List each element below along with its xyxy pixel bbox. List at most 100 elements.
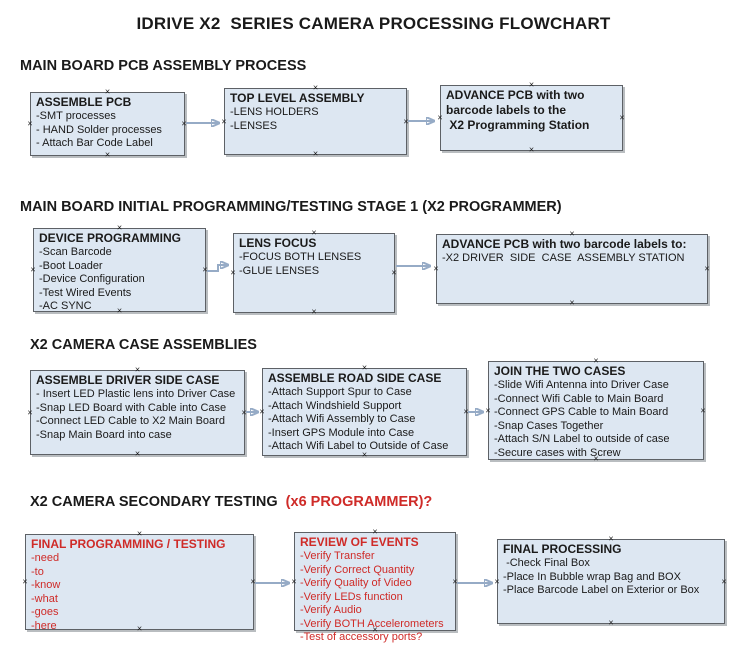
- box-line: -Place In Bubble wrap Bag and BOX: [503, 570, 681, 583]
- box-title: ASSEMBLE PCB: [36, 95, 132, 109]
- selection-handle-icon: ×: [27, 118, 33, 129]
- box-line: -Attach Windshield Support: [268, 399, 402, 412]
- box-line: -here: [31, 619, 57, 632]
- box-line: -LENS HOLDERS: [230, 106, 319, 118]
- selection-handle-icon: ×: [250, 576, 256, 587]
- box-title: ASSEMBLE DRIVER SIDE CASE: [36, 373, 220, 387]
- selection-handle-icon: ×: [202, 264, 208, 275]
- flow-box-advance-pcb-programming-station: × × × × ADVANCE PCB with two barcode lab…: [437, 80, 625, 154]
- box-line: -Verify Audio: [300, 604, 362, 616]
- connector-arrow: [207, 265, 228, 272]
- flow-box-advance-pcb-driver-side: × × × × ADVANCE PCB with two barcode lab…: [433, 229, 710, 307]
- selection-handle-icon: ×: [494, 576, 500, 586]
- box-line: -Connect Wifi Cable to Main Board: [494, 392, 664, 405]
- selection-handle-icon: ×: [704, 263, 710, 274]
- selection-handle-icon: ×: [134, 448, 141, 459]
- box-line: -Test Wired Events: [39, 286, 132, 299]
- box-line: -AC SYNC: [39, 300, 92, 312]
- selection-handle-icon: ×: [30, 264, 36, 275]
- section-header-red-text: (x6 PROGRAMMER)?: [285, 494, 433, 510]
- selection-handle-icon: ×: [312, 148, 319, 159]
- box-line: -Attach Wifi Assembly to Case: [268, 413, 416, 425]
- flow-box-device-programming: × × × × DEVICE PROGRAMMING -Scan Barcode…: [30, 223, 208, 315]
- box-line: -Verify Transfer: [300, 550, 375, 562]
- box-line: - Insert LED Plastic lens into Driver Ca…: [36, 388, 236, 400]
- selection-handle-icon: ×: [259, 406, 265, 417]
- section-header-pcb-assembly: MAIN BOARD PCB ASSEMBLY PROCESS: [20, 58, 307, 74]
- box-line: -Snap Cases Together: [494, 419, 604, 432]
- box-title: ASSEMBLE ROAD SIDE CASE: [268, 371, 442, 385]
- flow-box-join-the-two-cases: × × × × JOIN THE TWO CASES -Slide Wifi A…: [485, 356, 706, 463]
- selection-handle-icon: ×: [221, 116, 227, 126]
- box-title: TOP LEVEL ASSEMBLY: [230, 91, 365, 105]
- box-line: -Snap Main Board into case: [36, 428, 172, 441]
- selection-handle-icon: ×: [22, 576, 28, 587]
- box-line: -Verify BOTH Accelerometers: [300, 617, 444, 630]
- box-line: -Verify Correct Quantity: [300, 563, 415, 576]
- selection-handle-icon: ×: [437, 112, 443, 123]
- box-line: -Scan Barcode: [39, 246, 112, 258]
- box-line: -need: [31, 552, 60, 564]
- box-line: -to: [31, 565, 44, 578]
- selection-handle-icon: ×: [528, 144, 535, 155]
- section-header-case-assemblies: X2 CAMERA CASE ASSEMBLIES: [30, 337, 257, 353]
- flow-box-final-programming-testing: × × × × FINAL PROGRAMMING / TESTING -nee…: [22, 529, 256, 633]
- flow-box-review-of-events: × × × × REVIEW OF EVENTS -Verify Transfe…: [291, 527, 458, 643]
- box-line: -Place Barcode Label on Exterior or Box: [503, 584, 700, 596]
- box-line: -Verify LEDs function: [300, 590, 403, 603]
- box-line: -Device Configuration: [39, 273, 145, 285]
- box-line: -FOCUS BOTH LENSES: [239, 251, 362, 263]
- selection-handle-icon: ×: [27, 407, 33, 417]
- box-line: -Connect LED Cable to X2 Main Board: [36, 415, 225, 427]
- box-line: -Attach S/N Label to outside of case: [494, 433, 670, 445]
- selection-handle-icon: ×: [619, 112, 625, 123]
- section-header-secondary-testing: X2 CAMERA SECONDARY TESTING (x6 PROGRAMM…: [30, 494, 432, 510]
- selection-handle-icon: ×: [463, 406, 469, 417]
- selection-handle-icon: ×: [485, 405, 491, 415]
- section-header-initial-programming: MAIN BOARD INITIAL PROGRAMMING/TESTING S…: [20, 199, 562, 215]
- selection-handle-icon: ×: [241, 407, 247, 417]
- selection-handle-icon: ×: [721, 576, 727, 586]
- selection-handle-icon: ×: [230, 267, 236, 278]
- selection-handle-icon: ×: [700, 405, 706, 415]
- section-header-black-text: X2 CAMERA SECONDARY TESTING: [30, 494, 286, 510]
- selection-handle-icon: ×: [291, 576, 297, 586]
- selection-handle-icon: ×: [433, 263, 439, 274]
- selection-handle-icon: ×: [104, 149, 111, 160]
- selection-handle-icon: ×: [452, 576, 458, 586]
- box-line: -Slide Wifi Antenna into Driver Case: [494, 379, 669, 391]
- box-title: DEVICE PROGRAMMING: [39, 231, 182, 245]
- selection-handle-icon: ×: [608, 617, 614, 628]
- box-title: FINAL PROCESSING: [503, 542, 622, 556]
- selection-handle-icon: ×: [403, 116, 409, 126]
- box-title: ADVANCE PCB with two barcode labels to:: [442, 237, 687, 251]
- box-line: -what: [31, 592, 58, 605]
- box-title: JOIN THE TWO CASES: [494, 364, 626, 378]
- box-line: - Attach Bar Code Label: [36, 137, 153, 149]
- box-line: -X2 DRIVER SIDE CASE ASSEMBLY STATION: [442, 252, 685, 264]
- flow-box-top-level-assembly: × × × × TOP LEVEL ASSEMBLY -LENS HOLDERS…: [221, 83, 409, 158]
- box-line: -Connect GPS Cable to Main Board: [494, 406, 669, 418]
- box-title: REVIEW OF EVENTS: [300, 535, 419, 549]
- box-line: -know: [31, 579, 61, 591]
- box-line: -Verify Quality of Video: [300, 577, 412, 589]
- box-line: -LENSES: [230, 119, 278, 132]
- box-line: -goes: [31, 606, 59, 618]
- box-line: -Check Final Box: [503, 557, 590, 569]
- selection-handle-icon: ×: [311, 306, 317, 317]
- box-line: -Attach Support Spur to Case: [268, 386, 412, 398]
- box-line: -Secure cases with Screw: [494, 446, 621, 459]
- box-line: -GLUE LENSES: [239, 264, 320, 277]
- selection-handle-icon: ×: [569, 297, 575, 308]
- box-title: LENS FOCUS: [239, 236, 317, 250]
- flow-box-assemble-road-side-case: × × × × ASSEMBLE ROAD SIDE CASE -Attach …: [259, 363, 469, 459]
- box-line: -Snap LED Board with Cable into Case: [36, 401, 227, 414]
- box-line: -Test of accessory ports?: [300, 631, 423, 643]
- flow-box-assemble-driver-side-case: × × × × ASSEMBLE DRIVER SIDE CASE - Inse…: [27, 365, 247, 458]
- box-title: ADVANCE PCB with two barcode labels to t…: [446, 88, 590, 132]
- selection-handle-icon: ×: [391, 267, 397, 278]
- selection-handle-icon: ×: [181, 118, 187, 129]
- flow-box-assemble-pcb: × × × × ASSEMBLE PCB -SMT processes - HA…: [27, 87, 187, 159]
- box-line: -Boot Loader: [39, 259, 103, 272]
